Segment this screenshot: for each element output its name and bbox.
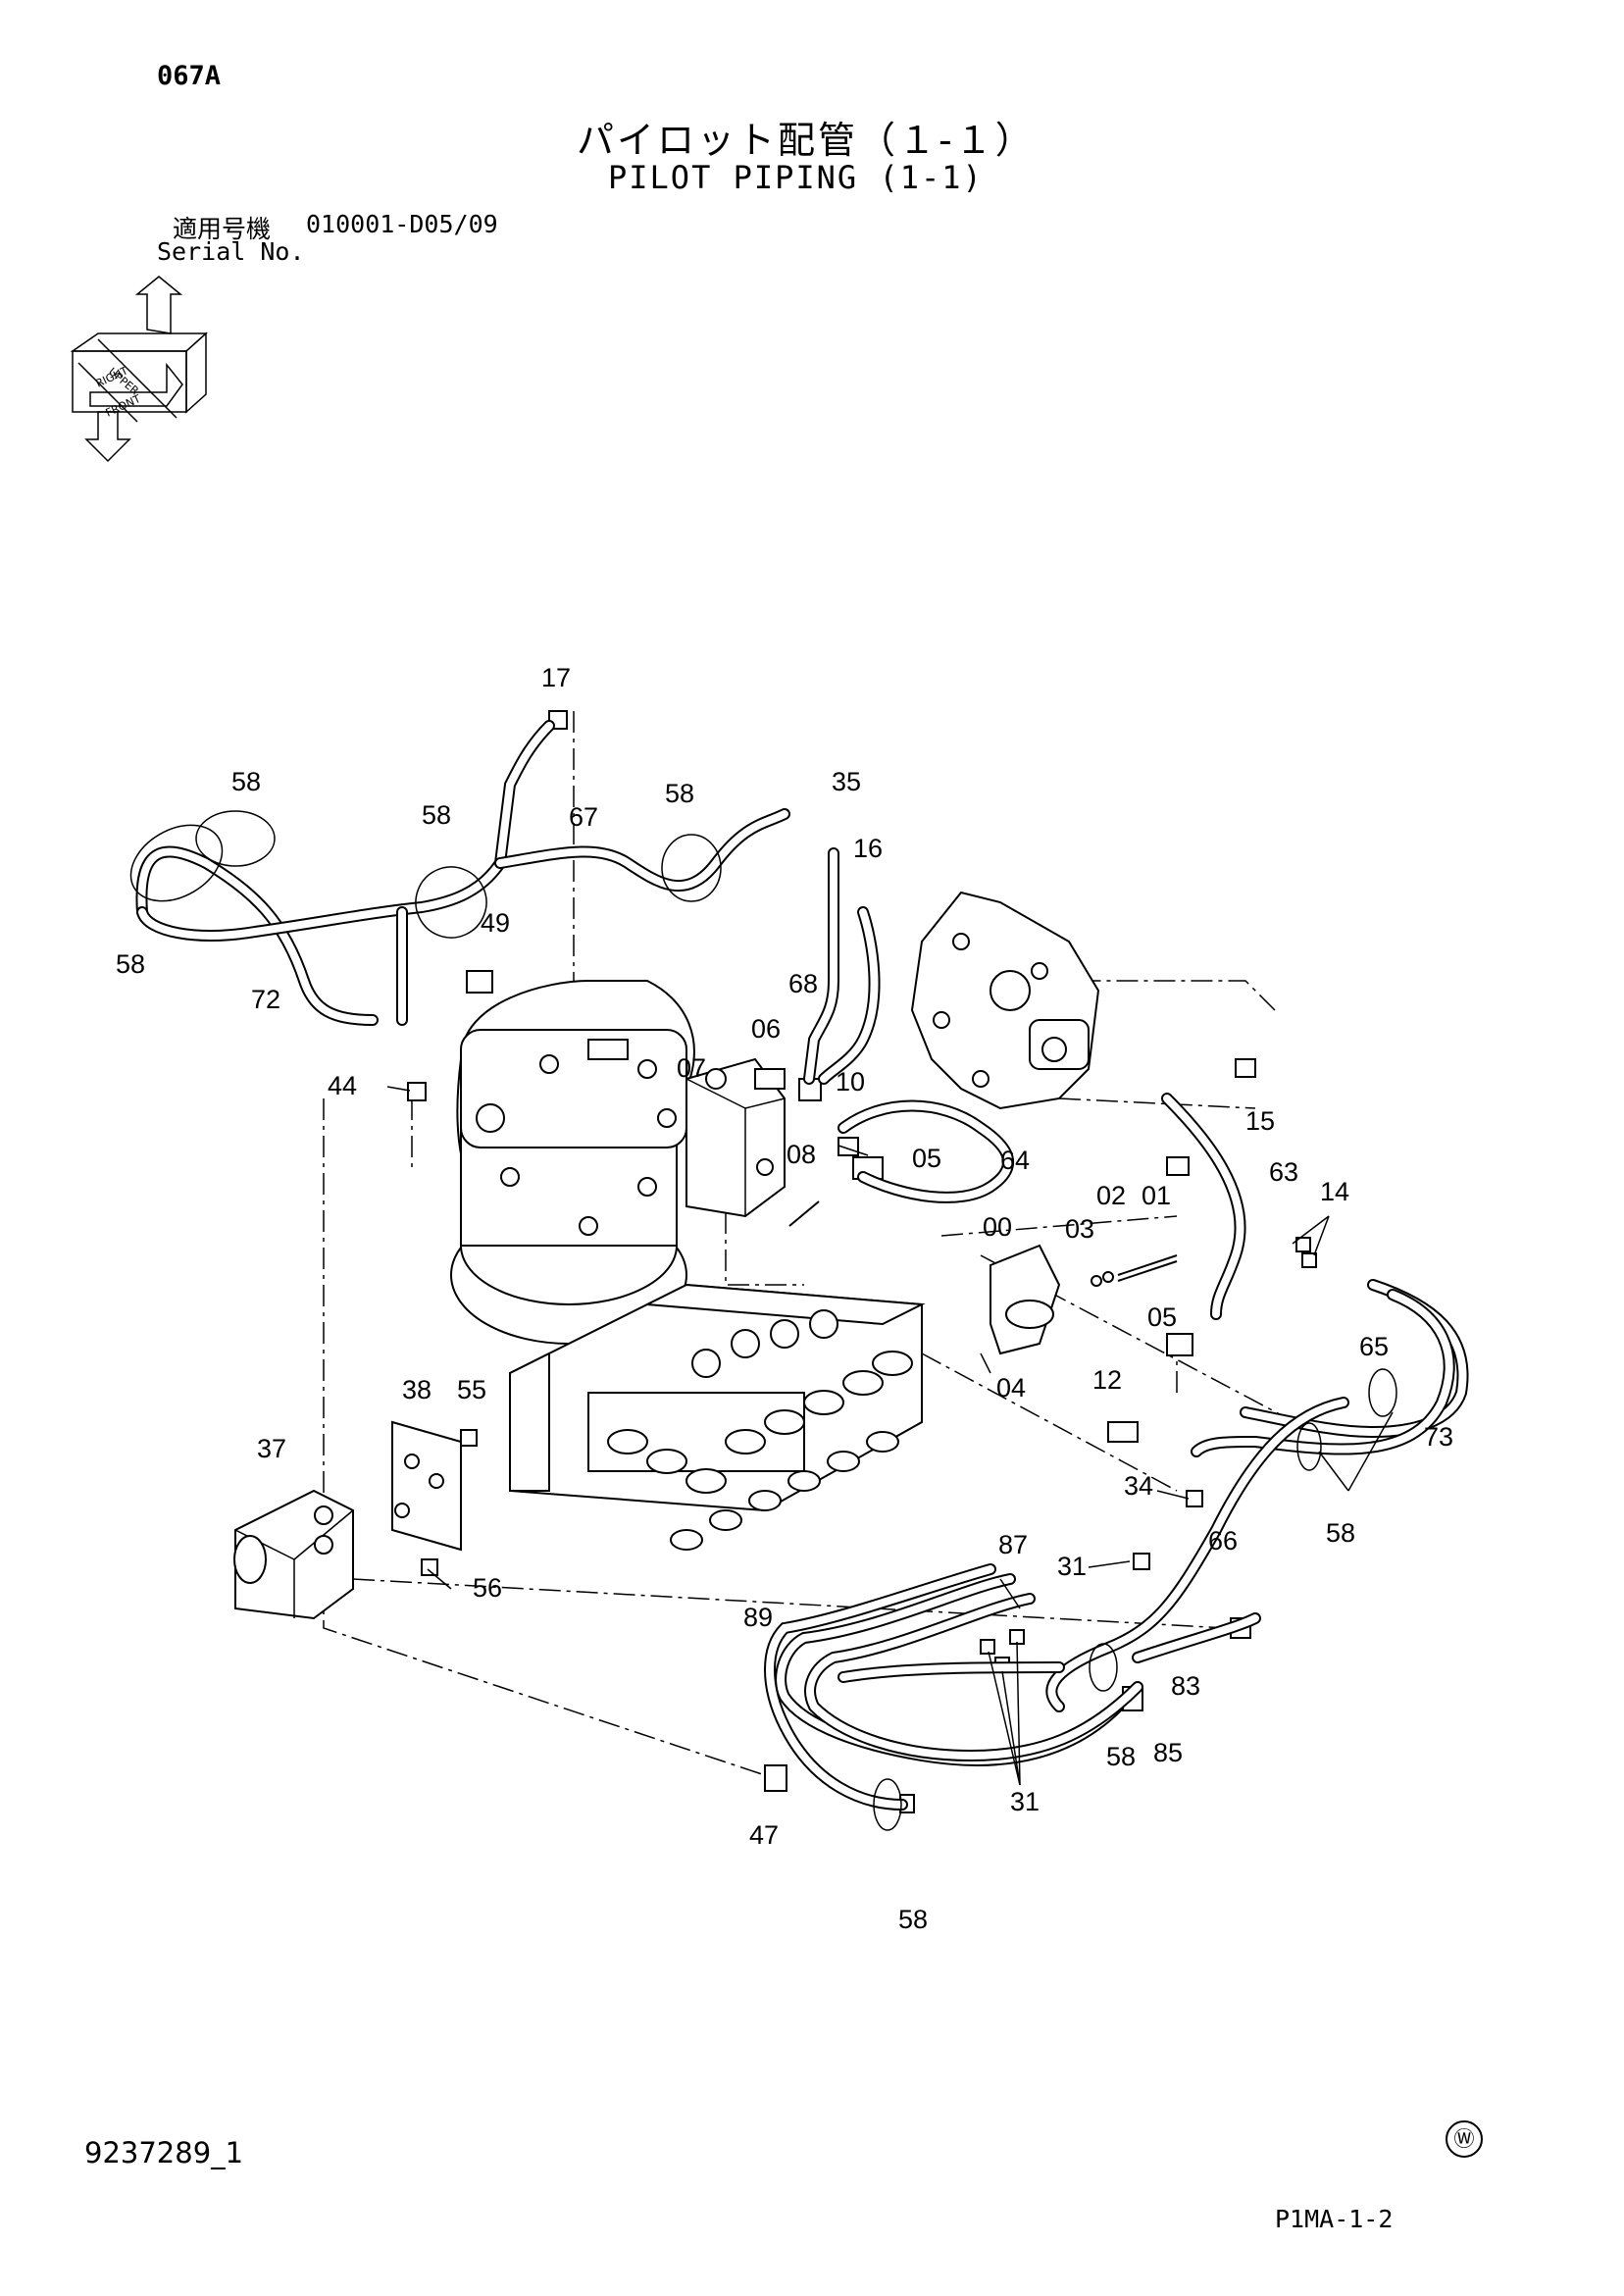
callout-05: 05 bbox=[912, 1144, 941, 1173]
callout-72: 72 bbox=[251, 985, 280, 1014]
callout-64: 64 bbox=[1000, 1146, 1030, 1175]
callout-63: 63 bbox=[1269, 1157, 1298, 1187]
callout-85: 85 bbox=[1153, 1738, 1183, 1767]
callout-06: 06 bbox=[751, 1014, 781, 1044]
mounting-bracket bbox=[391, 1420, 462, 1552]
serial-label-english: Serial No. bbox=[157, 237, 305, 266]
callout-31: 31 bbox=[1057, 1552, 1087, 1581]
page-code: P1MA-1-2 bbox=[1275, 2205, 1394, 2233]
callout-68: 68 bbox=[788, 969, 818, 998]
control-valve bbox=[509, 1283, 926, 1551]
callout-10: 10 bbox=[836, 1067, 865, 1097]
direction-arrows-icon: UPPER RIGHT FRONT bbox=[70, 276, 208, 463]
callout-58: 58 bbox=[116, 949, 145, 979]
callout-65: 65 bbox=[1359, 1332, 1389, 1361]
serial-label-japanese: 適用号機 bbox=[173, 215, 272, 243]
callout-58: 58 bbox=[1326, 1518, 1355, 1548]
sheet-code: 067A bbox=[157, 61, 222, 91]
callout-49: 49 bbox=[481, 908, 510, 938]
callout-07: 07 bbox=[677, 1053, 706, 1083]
callout-56: 56 bbox=[473, 1573, 502, 1603]
callout-04: 04 bbox=[996, 1373, 1026, 1403]
page-title-japanese: パイロット配管（１-１） bbox=[577, 119, 1036, 162]
solenoid-valve bbox=[233, 1489, 354, 1620]
page-title-english: PILOT PIPING (1-1) bbox=[608, 159, 984, 196]
orientation-label: FRONT bbox=[104, 392, 143, 420]
callout-58: 58 bbox=[898, 1905, 928, 1934]
callout-83: 83 bbox=[1171, 1671, 1200, 1701]
valve-block bbox=[685, 1057, 786, 1218]
manifold-block bbox=[990, 1244, 1061, 1355]
pilot-hoses bbox=[135, 720, 1469, 1811]
callout-37: 37 bbox=[257, 1434, 286, 1463]
drawing-number: 9237289_1 bbox=[84, 2136, 244, 2169]
swing-motor bbox=[450, 980, 695, 1345]
callout-00: 00 bbox=[983, 1212, 1012, 1242]
callout-58: 58 bbox=[665, 779, 694, 808]
callout-58: 58 bbox=[1106, 1742, 1136, 1771]
callout-12: 12 bbox=[1092, 1365, 1122, 1395]
callout-14: 14 bbox=[1320, 1177, 1349, 1206]
copyright-mark: Ⓦ bbox=[1446, 2120, 1483, 2158]
callout-44: 44 bbox=[328, 1071, 357, 1100]
callout-73: 73 bbox=[1424, 1422, 1453, 1452]
callout-58: 58 bbox=[231, 767, 261, 796]
callout-16: 16 bbox=[853, 834, 883, 863]
part-callouts: 17 58 58 58 58 67 35 16 49 72 44 68 06 0… bbox=[116, 663, 1453, 1934]
callout-58: 58 bbox=[422, 800, 451, 830]
callout-66: 66 bbox=[1208, 1526, 1238, 1556]
callout-89: 89 bbox=[743, 1603, 773, 1632]
callout-35: 35 bbox=[832, 767, 861, 796]
serial-range: 010001-D05/09 bbox=[306, 210, 498, 238]
callout-47: 47 bbox=[749, 1820, 779, 1850]
callout-05: 05 bbox=[1147, 1302, 1177, 1332]
callout-15: 15 bbox=[1245, 1106, 1275, 1136]
callout-01: 01 bbox=[1142, 1181, 1171, 1210]
callout-31: 31 bbox=[1010, 1787, 1040, 1816]
hose-clamps bbox=[129, 810, 1397, 1831]
callout-leaders bbox=[386, 1086, 1394, 1786]
callout-87: 87 bbox=[998, 1530, 1028, 1559]
callout-38: 38 bbox=[402, 1375, 431, 1404]
callout-17: 17 bbox=[541, 663, 571, 692]
callout-08: 08 bbox=[787, 1140, 816, 1169]
callout-55: 55 bbox=[457, 1375, 486, 1404]
callout-34: 34 bbox=[1124, 1471, 1153, 1501]
callout-03: 03 bbox=[1065, 1214, 1094, 1244]
hydraulic-pump bbox=[910, 891, 1100, 1110]
callout-02: 02 bbox=[1096, 1181, 1126, 1210]
callout-67: 67 bbox=[569, 802, 598, 832]
